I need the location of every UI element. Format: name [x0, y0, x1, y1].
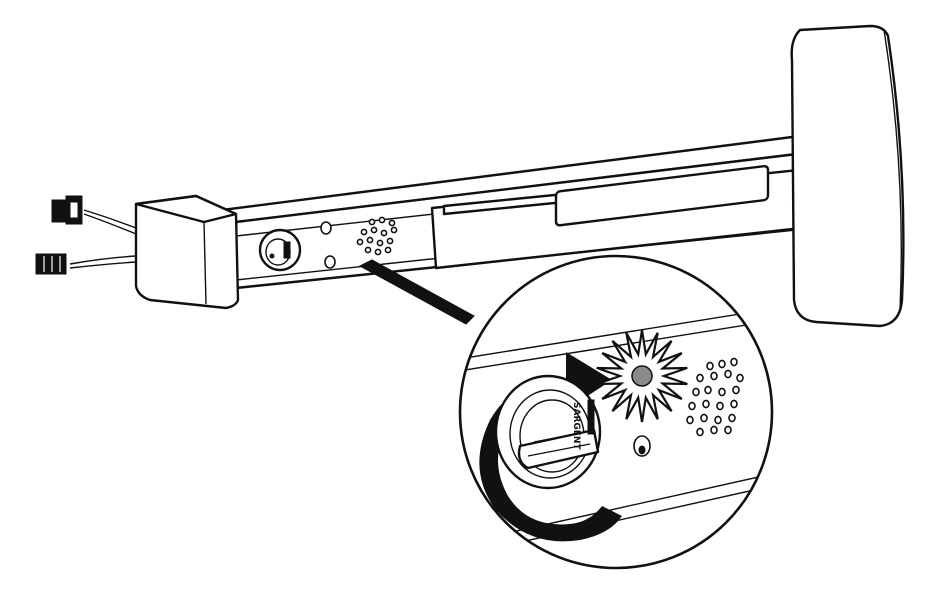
grille-hole [716, 401, 724, 411]
grille-hole [718, 359, 726, 369]
mounting-hole [320, 221, 332, 235]
grille-hole [736, 373, 744, 383]
grille-hole [360, 228, 368, 236]
connector-icon [35, 253, 67, 275]
grille-hole [370, 226, 378, 234]
speaker-grille-icon [686, 357, 744, 437]
end-cap [134, 194, 240, 310]
wire-harness [69, 209, 137, 269]
grille-hole [692, 387, 700, 397]
grille-hole [356, 238, 364, 246]
key-brand-text: SARGENT [571, 402, 581, 450]
grille-hole [730, 357, 738, 367]
grille-hole [730, 399, 738, 409]
grille-hole [368, 218, 376, 226]
grille-hole [696, 373, 704, 383]
grille-hole [706, 361, 714, 371]
grille-hole [724, 425, 732, 435]
key-cylinder-icon: SARGENT [494, 374, 602, 490]
grille-hole [366, 236, 374, 244]
grille-hole [710, 371, 718, 381]
grille-hole [724, 369, 732, 379]
grille-hole [700, 413, 708, 423]
grille-hole [390, 226, 398, 234]
connector-icon [51, 195, 83, 225]
grille-hole [364, 246, 372, 254]
detail-magnifier: SARGENT [458, 254, 774, 570]
grille-hole [718, 387, 726, 397]
grille-hole [386, 237, 394, 245]
grille-hole [696, 427, 704, 437]
mounting-hole [324, 255, 336, 269]
grille-hole [732, 385, 740, 395]
grille-hole [688, 401, 696, 411]
grille-hole [686, 415, 694, 425]
grille-hole [380, 229, 388, 237]
grille-hole [714, 415, 722, 425]
grille-hole [384, 246, 392, 254]
chassis-plate [790, 24, 905, 328]
key-cylinder-icon [258, 228, 302, 272]
grille-hole [388, 219, 396, 227]
grille-hole [374, 248, 382, 256]
push-pad-slot [554, 164, 770, 227]
speaker-grille-icon [356, 216, 398, 256]
grille-hole [704, 385, 712, 395]
grille-hole [702, 399, 710, 409]
grille-hole [710, 425, 718, 435]
rotate-arrow-icon [479, 377, 622, 542]
grille-hole [376, 239, 384, 247]
indicator-led [631, 365, 653, 387]
push-pad [430, 164, 822, 270]
grille-hole [728, 413, 736, 423]
callout-leader [358, 259, 475, 325]
grille-hole [378, 216, 386, 224]
